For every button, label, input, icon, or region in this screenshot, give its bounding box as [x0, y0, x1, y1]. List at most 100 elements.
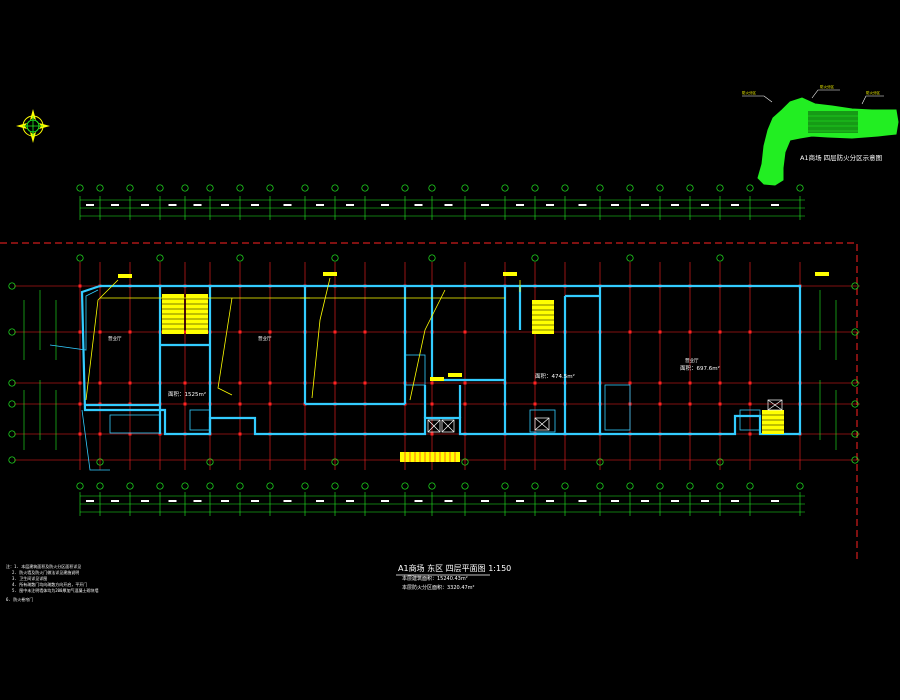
- column-marker: [128, 330, 132, 334]
- axis-bubble: [236, 254, 244, 262]
- axis-bubble: [361, 184, 369, 192]
- axis-bubble: [8, 400, 16, 408]
- axis-bubble: [236, 482, 244, 490]
- dimension-text: [641, 500, 649, 502]
- column-marker: [718, 330, 722, 334]
- dimension-text: [516, 500, 524, 502]
- axis-bubble: [8, 282, 16, 290]
- dimension-text: [283, 500, 292, 502]
- axis-bubble: [746, 184, 754, 192]
- keyplan-label-2: 防火分区: [820, 84, 834, 89]
- axis-bubble: [626, 254, 634, 262]
- dimension-text: [141, 204, 149, 206]
- room-label-2: 营业厅: [258, 335, 272, 342]
- dimension-text: [168, 500, 177, 502]
- column-marker: [430, 402, 434, 406]
- dimension-text: [671, 500, 679, 502]
- dimension-text: [316, 204, 324, 206]
- axis-bubble: [428, 482, 436, 490]
- axis-bubble: [656, 482, 664, 490]
- dimension-text: [444, 500, 453, 502]
- north-arrow-icon: [16, 109, 50, 143]
- axis-bubble: [461, 458, 469, 466]
- axis-bubble: [796, 184, 804, 192]
- dimension-text: [221, 204, 229, 206]
- room-label-1: 营业厅: [108, 335, 122, 342]
- dimension-text: [771, 500, 779, 502]
- axis-bubble: [8, 379, 16, 387]
- dimension-text: [193, 204, 202, 206]
- dimension-chain-top: [79, 196, 805, 220]
- dimension-text: [731, 500, 739, 502]
- dimension-text: [381, 500, 389, 502]
- axis-bubble: [851, 456, 859, 464]
- stair-icon: [400, 452, 460, 462]
- axis-bubble: [626, 184, 634, 192]
- axis-bubble: [716, 458, 724, 466]
- dimension-text: [168, 204, 177, 206]
- room-label-3: 营业厅: [685, 357, 699, 364]
- column-marker: [430, 432, 434, 436]
- axis-bubble: [716, 482, 724, 490]
- column-marker: [78, 402, 82, 406]
- note-line-4: 4. 所有疏散门均向疏散方向开启，平开门: [12, 581, 87, 587]
- axis-bubble: [236, 184, 244, 192]
- dimension-text: [111, 500, 119, 502]
- axis-bubble: [851, 379, 859, 387]
- axis-bubble: [401, 482, 409, 490]
- axis-bubble: [461, 482, 469, 490]
- axis-bubble: [561, 482, 569, 490]
- axis-bubble: [851, 430, 859, 438]
- fire-zone-lines: [85, 277, 521, 401]
- column-marker: [658, 402, 662, 406]
- callout-tags: [118, 272, 829, 381]
- dimension-text: [346, 204, 354, 206]
- column-marker: [78, 284, 82, 288]
- column-marker: [430, 381, 434, 385]
- axis-bubble: [461, 184, 469, 192]
- column-marker: [268, 330, 272, 334]
- axis-bubble: [428, 184, 436, 192]
- building-walls: [80, 284, 802, 436]
- site-boundary: [0, 242, 858, 560]
- column-marker: [238, 432, 242, 436]
- column-marker: [748, 402, 752, 406]
- room-area-3: 面积：697.6m²: [680, 365, 720, 372]
- axis-bubble: [96, 458, 104, 466]
- dimension-text: [516, 204, 524, 206]
- axis-bubble: [126, 482, 134, 490]
- axis-bubble: [796, 482, 804, 490]
- stair-icon: [762, 410, 784, 434]
- column-marker: [183, 330, 187, 334]
- dimension-text: [578, 500, 587, 502]
- column-marker: [688, 381, 692, 385]
- axis-bubble: [156, 184, 164, 192]
- axis-bubble: [8, 430, 16, 438]
- axis-bubble: [156, 482, 164, 490]
- column-marker: [688, 402, 692, 406]
- column-marker: [658, 330, 662, 334]
- axis-bubble: [716, 184, 724, 192]
- dimension-text: [316, 500, 324, 502]
- column-marker: [78, 381, 82, 385]
- column-marker: [748, 381, 752, 385]
- room-labels: 营业厅 营业厅 营业厅 面积：1525m² 面积：474.5m² 面积：697.…: [108, 335, 720, 398]
- axis-bubble: [266, 184, 274, 192]
- dimension-text: [771, 204, 779, 206]
- keyplan-label-1: 防火分区: [742, 90, 756, 95]
- stair-icon: [532, 300, 554, 334]
- keyplan-label-3: 防火分区: [866, 90, 880, 95]
- general-notes: 注：1. 本层建筑面积及防火分区面积详见 2. 防火墙及防火门做法详见建施说明 …: [6, 563, 98, 602]
- drawing-title: A1商场 东区 四层平面图 1:150: [398, 563, 511, 573]
- column-marker: [98, 432, 102, 436]
- axis-bubble: [686, 184, 694, 192]
- column-marker: [533, 402, 537, 406]
- keyplan-title: A1商场 四层防火分区示意图: [800, 153, 882, 162]
- axis-bubble: [501, 482, 509, 490]
- axis-bubble: [206, 458, 214, 466]
- axis-bubble: [76, 254, 84, 262]
- dimension-text: [701, 204, 709, 206]
- axis-bubble: [126, 184, 134, 192]
- axis-bubble: [656, 184, 664, 192]
